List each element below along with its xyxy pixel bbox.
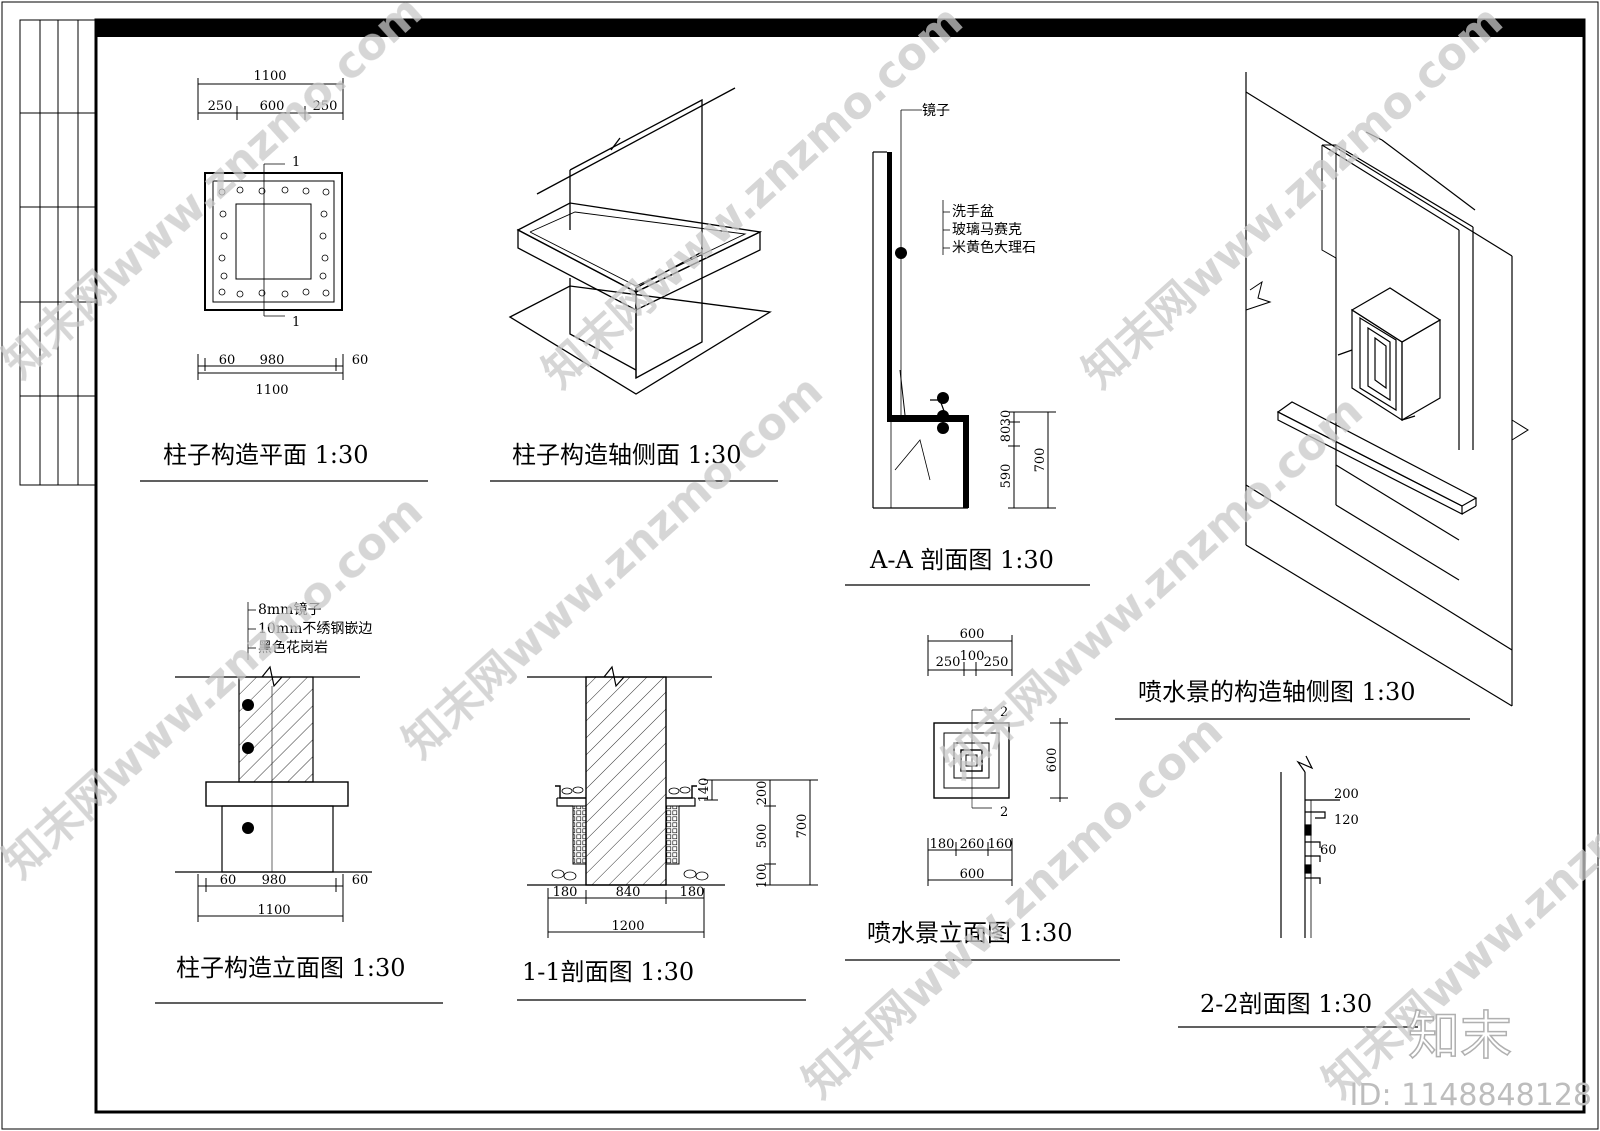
plan-cut-top: 1 — [292, 155, 300, 170]
fountain-elevation-drawing: 600 250 100 250 2 2 600 180 260 160 600 … — [845, 627, 1120, 961]
aa-mosaic-label: 玻璃马赛克 — [952, 221, 1022, 238]
s11-dim-200: 200 — [755, 781, 770, 806]
s11-dim-500: 500 — [755, 824, 770, 849]
aa-mirror-label: 镜子 — [922, 103, 950, 119]
fe-cut-top: 2 — [1000, 705, 1008, 720]
column-plan-drawing: 1100 250 600 250 1 1 60 980 60 1100 柱子 — [140, 69, 428, 482]
elev-dim-bot-total: 1100 — [257, 903, 290, 918]
s22-dim-60: 60 — [1320, 843, 1337, 858]
s22-dim-200: 200 — [1334, 787, 1359, 802]
fe-dim-top-600: 600 — [960, 627, 985, 642]
fe-dim-260: 260 — [960, 837, 985, 852]
fountain-elevation-title: 喷水景立面图 1:30 — [867, 919, 1073, 947]
s11-dim-1200: 1200 — [611, 919, 644, 934]
plan-dim-top-total: 1100 — [253, 69, 286, 84]
axon-column-title: 柱子构造轴侧面 1:30 — [512, 441, 742, 469]
plan-dim-top-right: 250 — [313, 99, 338, 114]
s11-dim-180r: 180 — [680, 885, 705, 900]
elev-dim-bot-right: 60 — [352, 873, 369, 888]
section-11-drawing: 140 200 500 100 700 180 840 180 1200 1-1… — [517, 665, 818, 1001]
plan-dim-top-mid: 600 — [260, 99, 285, 114]
aa-dim-590: 590 — [999, 464, 1014, 489]
aa-dim-30: 30 — [999, 410, 1014, 427]
fe-dim-top-250l: 250 — [936, 655, 961, 670]
elev-steel-label: 10mm不绣钢嵌边 — [258, 621, 372, 637]
section-11-title: 1-1剖面图 1:30 — [522, 958, 694, 986]
fe-dim-180: 180 — [930, 837, 955, 852]
plan-dim-bot-left: 60 — [219, 353, 236, 368]
watermark-id: ID: 1148848128 — [1350, 1078, 1592, 1113]
plan-cut-bottom: 1 — [292, 315, 300, 330]
section-aa-drawing: 镜子 洗手盆 玻璃马赛克 米黄色大理石 30 80 590 700 A-A 剖面… — [845, 103, 1090, 586]
watermark-text: 知末网www.znzmo.com — [533, 0, 972, 398]
plan-dim-bot-total: 1100 — [255, 383, 288, 398]
s11-dim-700: 700 — [795, 814, 810, 839]
fe-dim-top-100: 100 — [960, 649, 985, 664]
s11-dim-840: 840 — [616, 885, 641, 900]
aa-dim-700: 700 — [1033, 448, 1048, 473]
watermark-text: 知末网www.znzmo.com — [793, 705, 1232, 1108]
fe-dim-600: 600 — [960, 867, 985, 882]
watermark-text: 知末网www.znzmo.com — [1073, 0, 1512, 398]
section-22-drawing: 200 120 60 2-2剖面图 1:30 — [1178, 755, 1418, 1028]
plan-title: 柱子构造平面 1:30 — [163, 441, 369, 469]
elev-mirror-label: 8mm镜子 — [258, 602, 321, 618]
section-22-title: 2-2剖面图 1:30 — [1200, 990, 1372, 1018]
watermark-text: 知末网www.znzmo.com — [0, 0, 433, 388]
fountain-axon-drawing: 喷水景的构造轴侧图 1:30 — [1115, 72, 1529, 720]
column-elevation-title: 柱子构造立面图 1:30 — [176, 954, 406, 982]
fe-cut-bottom: 2 — [1000, 805, 1008, 820]
watermark-text: 知末网www.znzmo.com — [933, 385, 1372, 788]
column-axon-drawing: 柱子构造轴侧面 1:30 — [490, 87, 778, 482]
fe-dim-top-250r: 250 — [984, 655, 1009, 670]
watermark-brand: 知末 — [1408, 1007, 1512, 1067]
fe-dim-right-600: 600 — [1045, 748, 1060, 773]
s11-dim-140: 140 — [697, 778, 712, 803]
watermark-layer: 知末网www.znzmo.com 知末网www.znzmo.com 知末网www… — [0, 0, 1600, 1108]
section-aa-title: A-A 剖面图 1:30 — [869, 546, 1054, 574]
column-elevation-drawing: 8mm镜子 10mm不绣钢嵌边 黑色花岗岩 60 980 60 1100 柱子构… — [155, 602, 443, 1004]
plan-dim-bot-mid: 980 — [260, 353, 285, 368]
fe-dim-160: 160 — [988, 837, 1013, 852]
watermark-text: 知末网www.znzmo.com — [0, 485, 433, 888]
s11-dim-180l: 180 — [553, 885, 578, 900]
elev-dim-bot-mid: 980 — [262, 873, 287, 888]
s22-dim-120: 120 — [1334, 813, 1359, 828]
elev-granite-label: 黑色花岗岩 — [258, 639, 328, 656]
elev-dim-bot-left: 60 — [220, 873, 237, 888]
aa-dim-80: 80 — [999, 426, 1014, 443]
aa-marble-label: 米黄色大理石 — [952, 239, 1036, 256]
s11-dim-100: 100 — [755, 864, 770, 889]
plan-dim-bot-right: 60 — [352, 353, 369, 368]
plan-dim-top-left: 250 — [208, 99, 233, 114]
aa-basin-label: 洗手盆 — [952, 204, 994, 220]
fountain-axon-title: 喷水景的构造轴侧图 1:30 — [1138, 678, 1416, 706]
